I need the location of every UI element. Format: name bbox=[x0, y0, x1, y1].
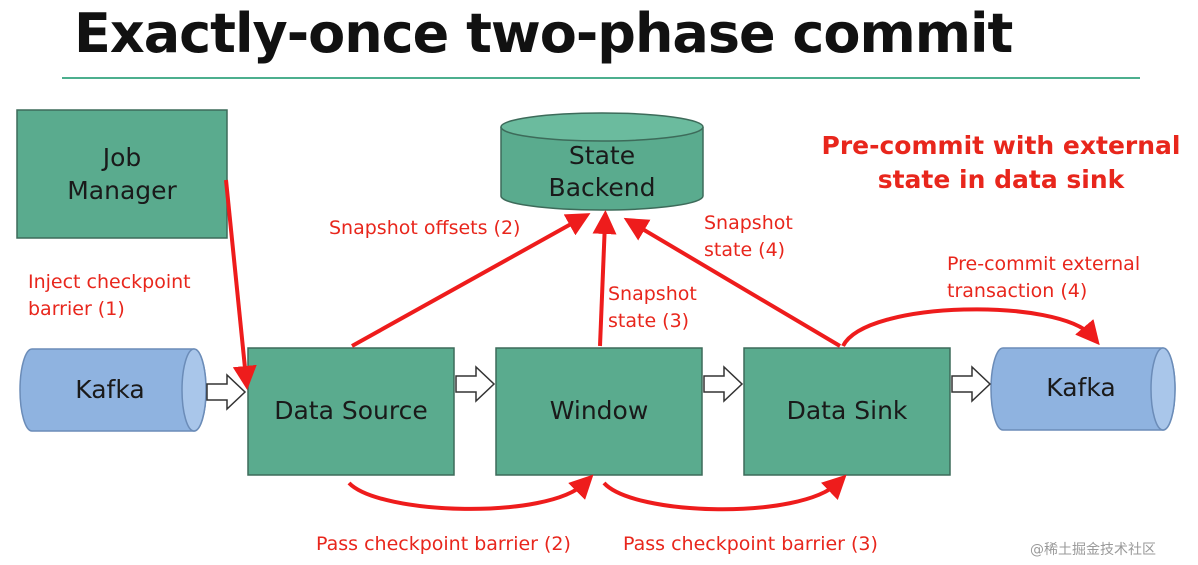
flow-arrow-window-to-sink bbox=[703, 365, 744, 403]
title-divider bbox=[62, 77, 1140, 79]
snapshot-state-3-arrow bbox=[592, 210, 617, 347]
highlight-label-2: state in data sink bbox=[878, 165, 1126, 194]
snapshot-offsets-label: Snapshot offsets (2) bbox=[329, 217, 520, 239]
snapshot-state-3-label-1: Snapshot bbox=[608, 283, 697, 305]
pass-barrier-2-label: Pass checkpoint barrier (2) bbox=[316, 533, 571, 555]
job-manager-label-2: Manager bbox=[67, 176, 177, 205]
snapshot-state-4-label-2: state (4) bbox=[704, 239, 785, 261]
pre-commit-label-2: transaction (4) bbox=[947, 280, 1087, 302]
snapshot-state-3-label-2: state (3) bbox=[608, 310, 689, 332]
snapshot-state-4-arrow bbox=[623, 217, 842, 348]
pass-barrier-2-arrow bbox=[347, 474, 594, 511]
kafka-source-label: Kafka bbox=[75, 375, 144, 404]
flow-arrow-sink-to-kafka bbox=[951, 365, 992, 403]
kafka-source-node: Kafka bbox=[19, 348, 207, 432]
watermark: @稀土掘金技术社区 bbox=[1030, 542, 1156, 558]
data-source-node: Data Source bbox=[247, 347, 455, 476]
snapshot-offsets-arrow bbox=[351, 213, 591, 348]
window-node: Window bbox=[495, 347, 703, 476]
pre-commit-arrow bbox=[841, 307, 1100, 348]
pass-barrier-3-arrow bbox=[602, 474, 847, 512]
state-backend-label-2: Backend bbox=[549, 173, 656, 202]
data-source-label: Data Source bbox=[274, 396, 428, 425]
inject-label-1: Inject checkpoint bbox=[28, 271, 191, 293]
state-backend-label-1: State bbox=[569, 141, 635, 170]
pass-barrier-3-label: Pass checkpoint barrier (3) bbox=[623, 533, 878, 555]
job-manager-label-1: Job bbox=[101, 143, 142, 172]
inject-barrier-arrow bbox=[224, 179, 257, 390]
job-manager-node: Job Manager bbox=[16, 109, 228, 239]
data-sink-node: Data Sink bbox=[743, 347, 951, 476]
state-backend-node: State Backend bbox=[500, 112, 704, 211]
inject-label-2: barrier (1) bbox=[28, 298, 125, 320]
data-sink-label: Data Sink bbox=[787, 396, 908, 425]
window-label: Window bbox=[550, 396, 649, 425]
pre-commit-label-1: Pre-commit external bbox=[947, 253, 1140, 275]
highlight-label-1: Pre-commit with external bbox=[822, 131, 1181, 160]
flow-arrow-source-to-window bbox=[455, 365, 496, 403]
page-title: Exactly-once two-phase commit bbox=[74, 2, 1013, 65]
flow-arrow-kafka-to-source bbox=[206, 373, 247, 411]
kafka-sink-label: Kafka bbox=[1046, 373, 1115, 402]
snapshot-state-4-label-1: Snapshot bbox=[704, 212, 793, 234]
kafka-sink-node: Kafka bbox=[990, 347, 1176, 431]
